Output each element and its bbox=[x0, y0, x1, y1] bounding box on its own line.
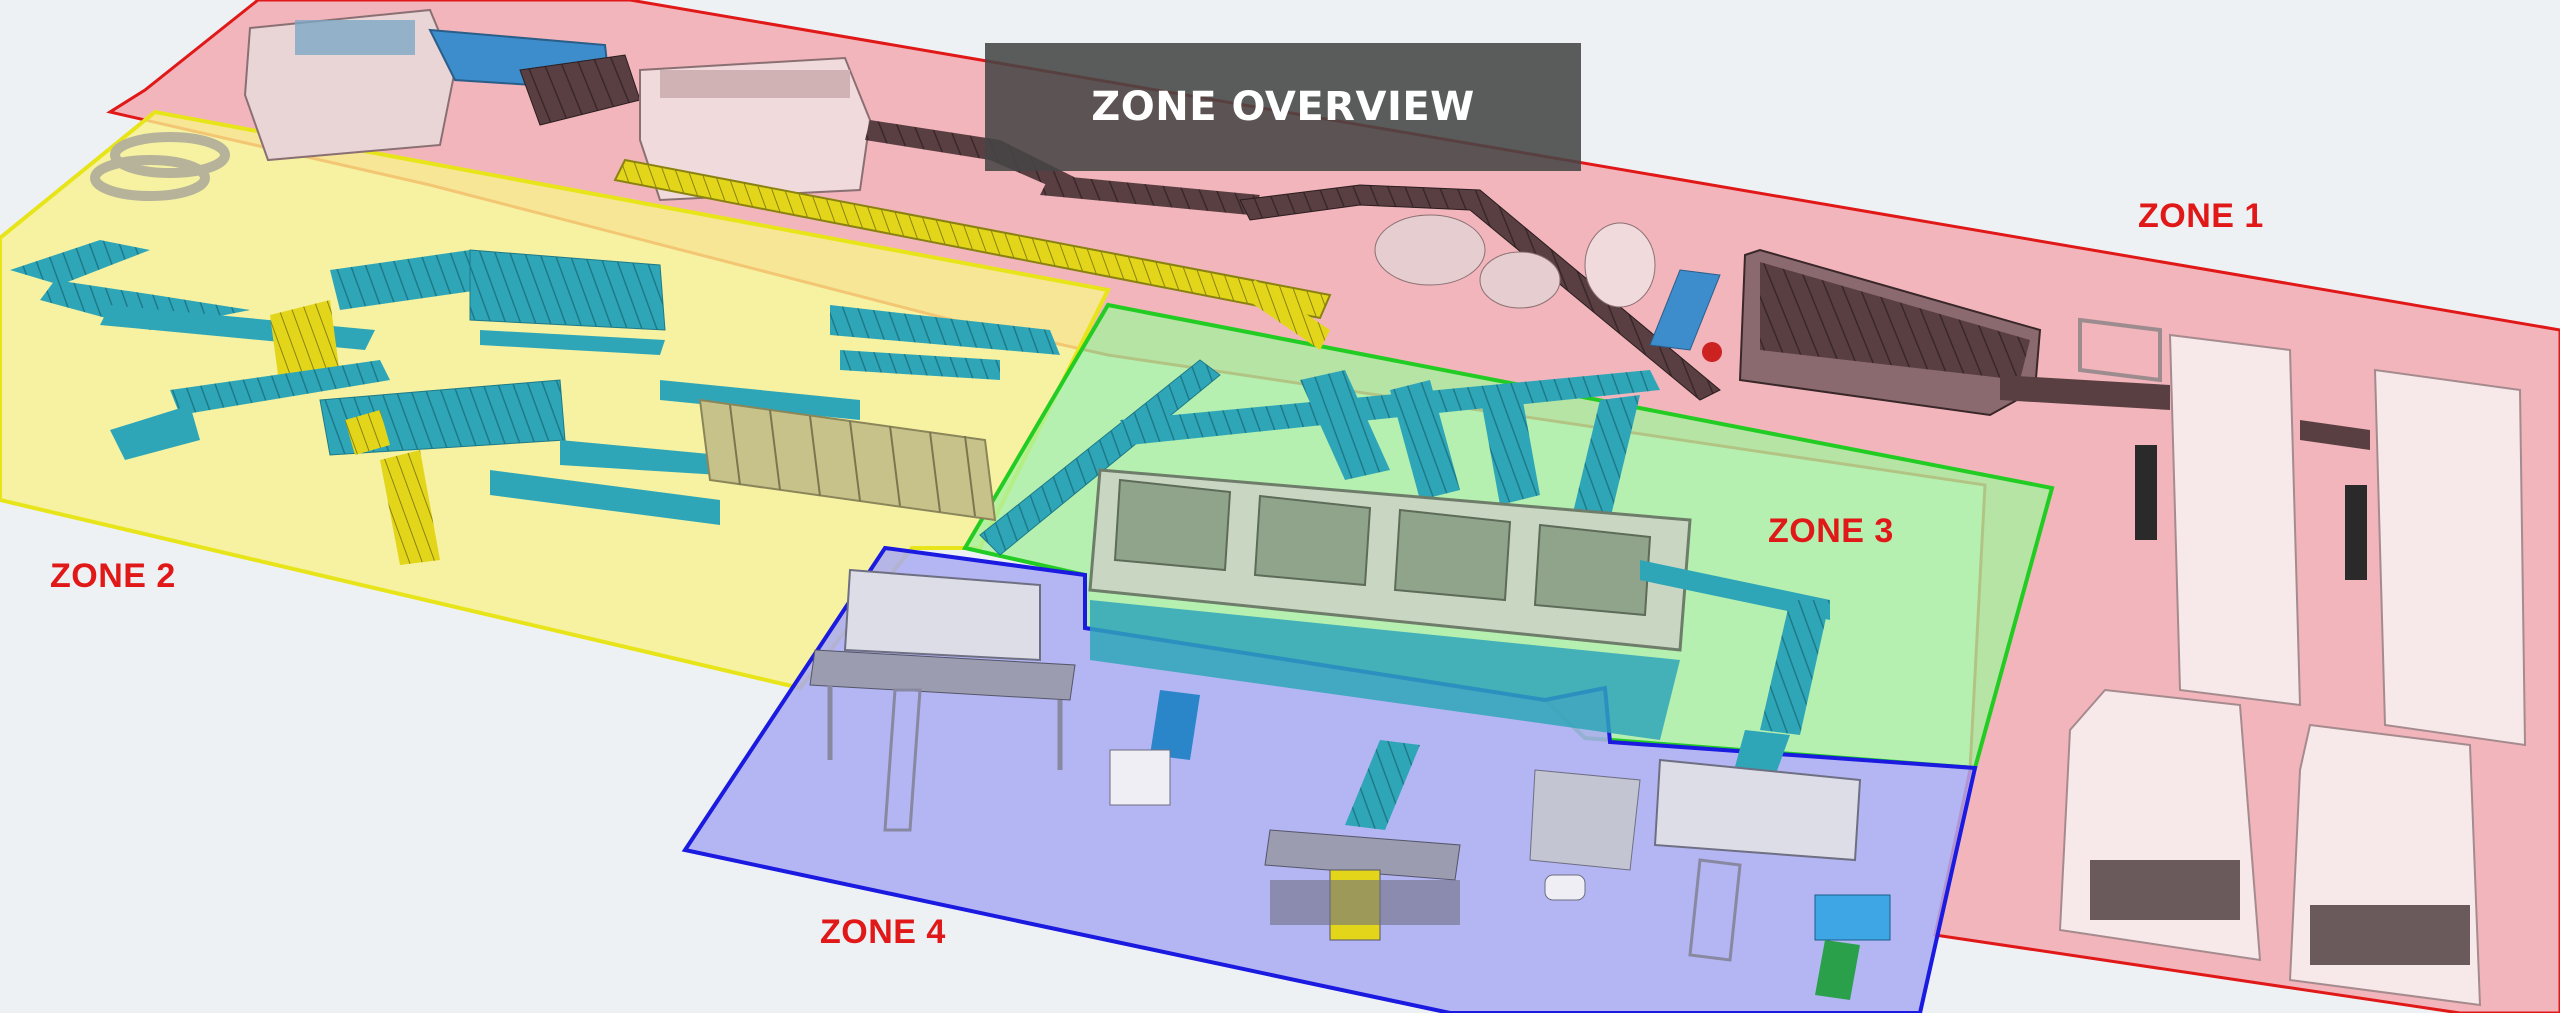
zone-1-label: ZONE 1 bbox=[2138, 197, 2264, 235]
page-title: ZONE OVERVIEW bbox=[1091, 84, 1475, 130]
zone-4-equipment bbox=[809, 568, 1891, 1000]
zone-2-label: ZONE 2 bbox=[50, 557, 176, 595]
zone-4-label: ZONE 4 bbox=[820, 913, 946, 951]
zone-3-equipment bbox=[979, 359, 1830, 790]
zone-3-label: ZONE 3 bbox=[1768, 512, 1894, 550]
truck-1 bbox=[2058, 333, 2302, 962]
zone-1-equipment bbox=[243, 8, 2527, 1007]
truck-2 bbox=[2288, 368, 2527, 1007]
title-banner: ZONE OVERVIEW bbox=[985, 43, 1581, 171]
zone-2-equipment bbox=[10, 132, 1060, 565]
